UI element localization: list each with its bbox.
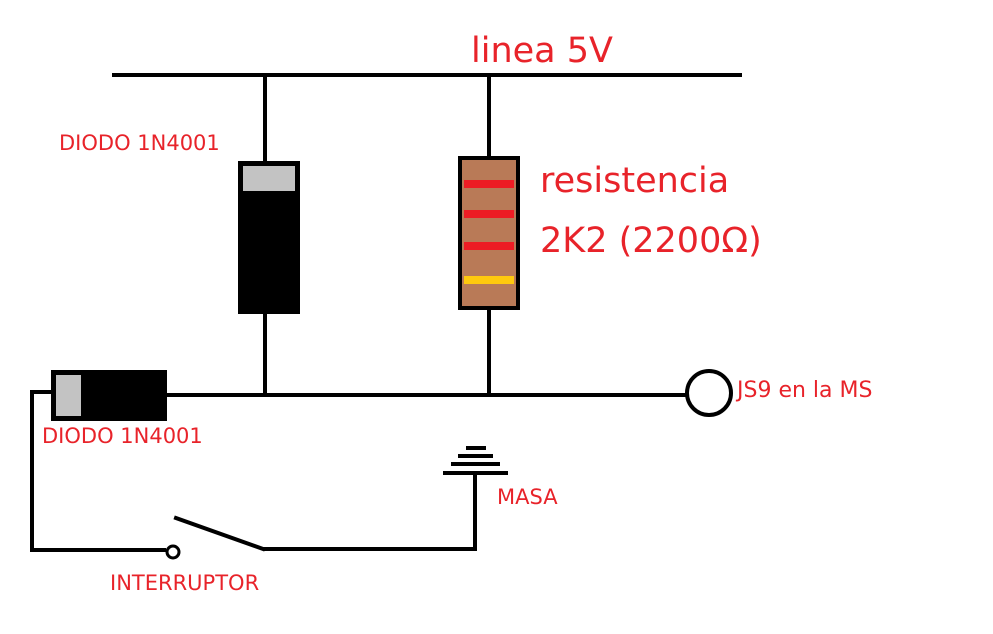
label-diode-top: DIODO 1N4001 — [59, 131, 220, 155]
label-resistor-value: 2K2 (2200Ω) — [540, 221, 762, 261]
switch — [165, 515, 266, 560]
diode-top — [238, 161, 300, 314]
label-connector: JS9 en la MS — [737, 378, 873, 403]
label-resistor-name: resistencia — [540, 161, 730, 201]
ground-symbol — [443, 446, 508, 475]
label-switch: INTERRUPTOR — [110, 571, 260, 595]
resistor-band-1 — [464, 180, 514, 188]
resistor — [458, 156, 520, 310]
resistor-band-2 — [464, 210, 514, 218]
diode-left — [51, 370, 167, 421]
wire-left-loop — [30, 390, 166, 552]
label-ground: MASA — [497, 485, 558, 509]
switch-contact — [165, 544, 181, 560]
switch-lever — [173, 515, 266, 552]
wire-switch-to-ground — [263, 472, 477, 551]
diode-top-band — [243, 166, 295, 191]
resistor-band-3 — [464, 242, 514, 250]
label-diode-left: DIODO 1N4001 — [42, 424, 203, 448]
resistor-band-4 — [464, 276, 514, 284]
diode-left-band — [56, 375, 81, 416]
connector-js9 — [685, 369, 733, 417]
label-title: linea 5V — [471, 31, 613, 71]
